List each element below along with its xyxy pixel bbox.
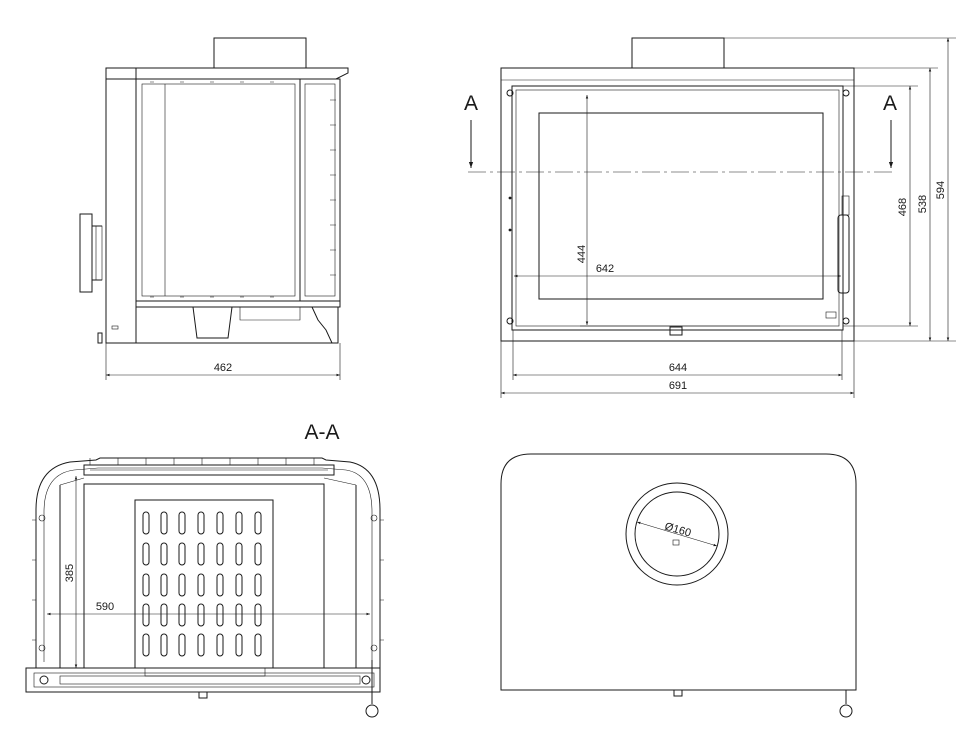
flue-outer-ring [625,482,729,586]
grate-slot [235,542,243,566]
side-flue-collar [213,37,307,69]
section-width-label: 590 [96,601,114,613]
grate-slot [178,542,186,566]
section-marker-right: A [883,92,897,115]
grate-slots [142,511,262,657]
side-rear-panel [299,78,341,302]
front-view: A A 444 642 644 691 468 538 594 [464,37,956,398]
grate-slot [235,633,243,657]
section-outer-casting [35,457,381,668]
side-view: 462 [79,37,349,380]
side-door-handle [79,213,93,293]
grate-slot [216,511,224,535]
side-ashpan [192,306,233,339]
height-594-label: 594 [935,181,947,199]
glass-width-label: 642 [596,263,614,275]
grate-slot [197,633,205,657]
section-marker-left: A [464,92,478,115]
grate-slot [142,542,150,566]
grate-slot [235,573,243,597]
overall-width-label: 691 [669,380,687,392]
front-glass [538,112,824,300]
section-top-baffle [83,464,335,476]
flue-diameter-label: Ø160 [663,521,692,540]
grate-slot [160,573,168,597]
section-depth-label: 385 [64,564,76,582]
side-firebox [135,78,301,302]
grate-slot [142,603,150,627]
flue-diameter-dimension [636,521,718,547]
side-front-frame [105,67,137,344]
grate-slot [254,542,262,566]
side-top-plate [105,67,349,80]
height-538-label: 538 [917,195,929,213]
grate-slot [178,603,186,627]
grate-slot [197,603,205,627]
top-view: Ø160 [500,453,857,718]
grate-slot [160,542,168,566]
front-door [511,85,844,331]
grate-slot [160,511,168,535]
section-air-knob [365,704,379,718]
front-flue-collar [631,37,725,69]
grate-slot [197,542,205,566]
top-outline [500,453,857,691]
grate-slot [178,511,186,535]
grate-slot [216,603,224,627]
section-front-frame [25,667,381,693]
grate-slot [197,573,205,597]
grate-slot [160,603,168,627]
grate-slot [254,603,262,627]
grate-slot [254,633,262,657]
grate-slot [197,511,205,535]
top-air-knob [839,704,853,718]
grate-slot [254,573,262,597]
flue-inner-ring [634,491,720,577]
door-width-label: 644 [669,362,687,374]
front-body [500,67,855,342]
grate-slot [235,603,243,627]
grate-slot [178,573,186,597]
side-width-label: 462 [214,362,232,374]
section-view: A-A [25,421,384,718]
height-468-label: 468 [897,198,909,216]
grate-slot [142,633,150,657]
grate-slot [216,633,224,657]
grate-slot [216,573,224,597]
grate-slot [254,511,262,535]
front-air-control [669,326,683,336]
grate-slot [160,633,168,657]
grate-slot [235,511,243,535]
grate-slot [216,542,224,566]
section-title: A-A [304,421,339,444]
glass-height-label: 444 [576,245,588,263]
grate-slot [142,511,150,535]
grate-slot [142,573,150,597]
grate-slot [178,633,186,657]
